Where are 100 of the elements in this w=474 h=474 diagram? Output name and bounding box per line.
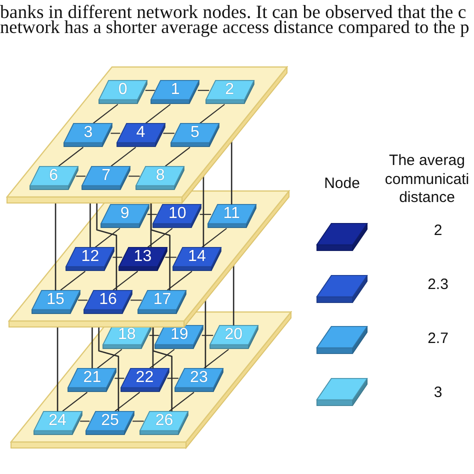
link-line bbox=[166, 270, 192, 291]
node-tile bbox=[67, 368, 118, 392]
paragraph-text: network has a shorter average access distance compared to the p bbox=[0, 20, 470, 35]
node-tile bbox=[120, 368, 170, 392]
link-line bbox=[94, 228, 120, 248]
link-line bbox=[110, 146, 136, 167]
legend-header: Node bbox=[324, 174, 360, 194]
link-line bbox=[132, 420, 144, 422]
link-line bbox=[145, 104, 171, 124]
link-line bbox=[92, 104, 118, 124]
node-tile bbox=[154, 325, 204, 350]
node-number: 21 bbox=[83, 370, 102, 386]
node-number: 9 bbox=[120, 206, 130, 222]
link-line bbox=[168, 392, 194, 412]
node-number: 14 bbox=[188, 249, 206, 266]
node-tile bbox=[174, 368, 224, 392]
node-tile bbox=[139, 411, 190, 436]
node-number: 19 bbox=[170, 327, 188, 344]
link-line bbox=[149, 348, 175, 369]
node-number: 17 bbox=[153, 292, 172, 308]
layer-plane bbox=[10, 311, 292, 449]
link-line bbox=[162, 132, 175, 134]
node-tile bbox=[30, 290, 81, 314]
legend-value: 2.3 bbox=[428, 276, 448, 294]
link-line bbox=[166, 378, 179, 379]
link-line bbox=[199, 214, 212, 215]
node-tile bbox=[172, 247, 222, 272]
node-tile bbox=[208, 325, 259, 350]
link-line bbox=[114, 392, 140, 412]
node-number: 1 bbox=[170, 82, 180, 98]
link-line bbox=[128, 176, 140, 177]
node-number: 24 bbox=[48, 413, 66, 430]
link-line bbox=[130, 300, 142, 301]
node-number: 4 bbox=[136, 125, 146, 142]
node-number: 10 bbox=[168, 206, 186, 222]
link-line bbox=[60, 270, 86, 291]
link-line bbox=[96, 348, 122, 369]
link-line bbox=[112, 256, 123, 258]
node-tile bbox=[63, 123, 114, 148]
link-line bbox=[62, 392, 88, 412]
node-tile bbox=[32, 411, 83, 436]
link-line bbox=[203, 348, 230, 369]
link-line bbox=[197, 90, 210, 91]
node-tile bbox=[28, 166, 79, 190]
node-tile bbox=[102, 325, 152, 350]
link-line bbox=[110, 132, 121, 134]
node-tile bbox=[152, 204, 202, 228]
node-number: 15 bbox=[46, 292, 64, 308]
legend-value: 2 bbox=[434, 222, 442, 240]
link-line bbox=[199, 104, 226, 124]
link-line bbox=[148, 334, 160, 336]
node-tile bbox=[206, 204, 257, 228]
link-line bbox=[112, 270, 138, 291]
link-line bbox=[201, 228, 228, 248]
node-number: 2 bbox=[225, 82, 234, 98]
node-number: 5 bbox=[190, 125, 200, 142]
node-number: 22 bbox=[136, 370, 154, 386]
node-number: 13 bbox=[134, 249, 152, 266]
node-tile bbox=[170, 123, 220, 148]
link-line bbox=[164, 146, 190, 167]
node-number: 3 bbox=[84, 125, 93, 142]
link-line bbox=[76, 176, 86, 177]
node-tile bbox=[81, 166, 132, 190]
link-line bbox=[146, 214, 158, 215]
layer-plane bbox=[8, 190, 290, 328]
link-line bbox=[114, 378, 125, 379]
node-number: 11 bbox=[223, 206, 240, 222]
node-number: 16 bbox=[99, 292, 117, 308]
link-line bbox=[164, 256, 177, 258]
link-line bbox=[80, 420, 90, 422]
node-tile bbox=[137, 290, 188, 314]
node-number: 20 bbox=[224, 327, 242, 344]
node-tile bbox=[150, 80, 200, 104]
node-number: 0 bbox=[118, 82, 128, 98]
link-line bbox=[78, 300, 88, 301]
node-tile bbox=[116, 123, 166, 148]
node-number: 25 bbox=[101, 413, 119, 430]
link-line bbox=[147, 228, 173, 248]
node-tile bbox=[85, 411, 136, 436]
node-tile bbox=[98, 80, 148, 104]
node-number: 6 bbox=[49, 168, 58, 184]
node-tile bbox=[204, 80, 255, 104]
node-number: 8 bbox=[156, 168, 165, 184]
legend-header: The averag communicati distance bbox=[384, 152, 470, 208]
link-line bbox=[201, 334, 214, 336]
node-number: 12 bbox=[81, 249, 100, 266]
legend-value: 3 bbox=[434, 384, 442, 402]
node-number: 26 bbox=[155, 413, 174, 430]
legend-value: 2.7 bbox=[428, 330, 448, 348]
node-tile bbox=[100, 204, 150, 228]
node-number: 23 bbox=[190, 370, 208, 386]
node-number: 18 bbox=[118, 327, 136, 344]
node-tile bbox=[135, 166, 186, 190]
layer-plane bbox=[6, 66, 288, 204]
paragraph-text: banks in different network nodes. It can be observed that the c bbox=[0, 5, 466, 20]
node-tile bbox=[83, 290, 134, 314]
node-number: 7 bbox=[102, 168, 110, 184]
link-line bbox=[144, 90, 156, 91]
node-tile bbox=[118, 247, 168, 272]
node-tile bbox=[65, 247, 116, 272]
